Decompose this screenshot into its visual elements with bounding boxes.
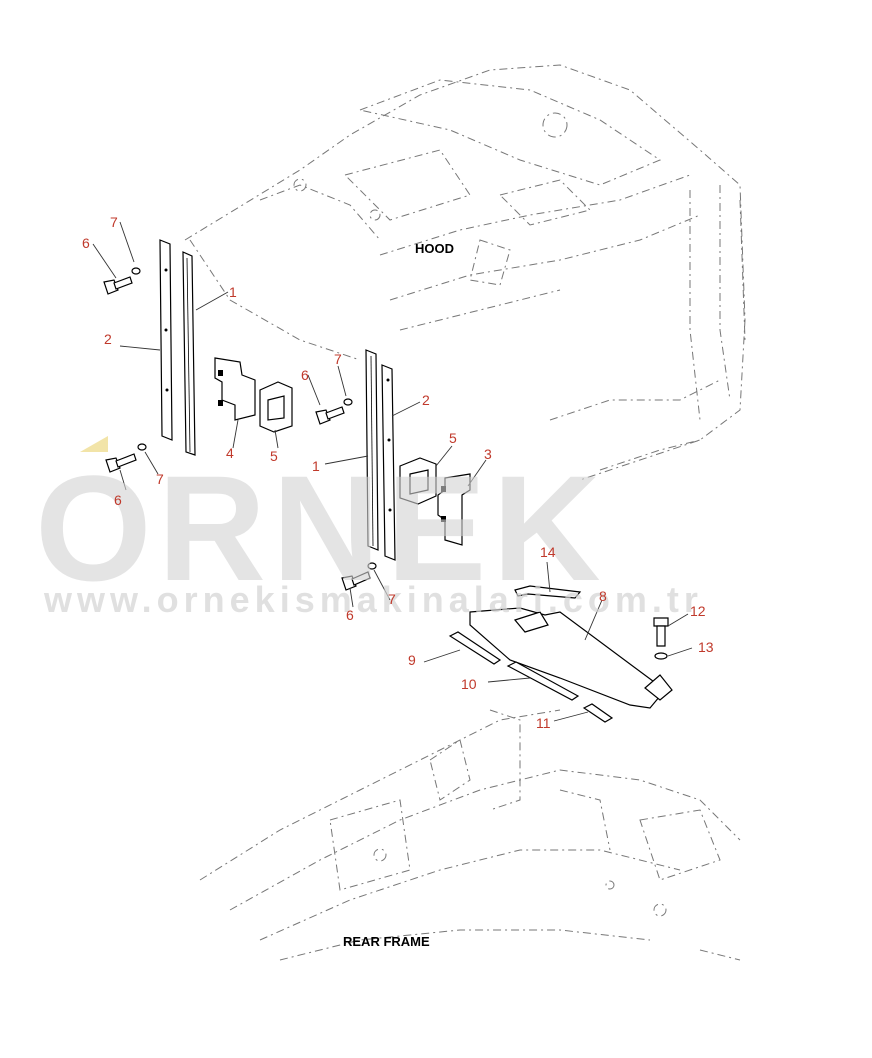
rear-frame-outline xyxy=(199,709,741,961)
logo-accent-triangle xyxy=(80,436,108,452)
callout-9: 9 xyxy=(408,652,416,668)
washer-left-bottom xyxy=(137,443,147,451)
hood-outline xyxy=(184,64,746,481)
callout-1: 1 xyxy=(312,458,320,474)
callout-7: 7 xyxy=(110,214,118,230)
washer-left-top xyxy=(131,267,141,275)
spacer-middle xyxy=(399,457,437,505)
hood-label: HOOD xyxy=(415,241,454,256)
callout-13: 13 xyxy=(698,639,714,655)
callout-7: 7 xyxy=(388,591,396,607)
rear-frame-label: REAR FRAME xyxy=(343,934,430,949)
bolt-left-bottom xyxy=(105,453,137,473)
washer-middle-top xyxy=(343,398,353,406)
callout-2: 2 xyxy=(104,331,112,347)
bolt-12 xyxy=(653,617,669,647)
washer-middle-bottom xyxy=(367,562,377,570)
seal-strip-11 xyxy=(582,703,614,723)
callout-6: 6 xyxy=(301,367,309,383)
bracket-strip-middle xyxy=(381,364,396,561)
watermark-url: www.ornekismakinalari.com.tr xyxy=(43,579,703,620)
callout-14: 14 xyxy=(540,544,556,560)
plate-middle xyxy=(437,473,471,546)
watermark-brand: ORNEK xyxy=(35,444,607,612)
callout-5: 5 xyxy=(270,448,278,464)
callout-8: 8 xyxy=(599,588,607,604)
seal-strip-10 xyxy=(506,661,580,701)
callout-4: 4 xyxy=(226,445,234,461)
callout-10: 10 xyxy=(461,676,477,692)
callout-3: 3 xyxy=(484,446,492,462)
callout-11: 11 xyxy=(536,715,551,731)
callout-12: 12 xyxy=(690,603,706,619)
seal-strip-left xyxy=(182,251,196,456)
leader-lines xyxy=(92,221,693,722)
callout-6: 6 xyxy=(346,607,354,623)
bolt-left-top xyxy=(103,276,133,295)
callout-5: 5 xyxy=(449,430,457,446)
bolt-middle-top xyxy=(315,406,345,425)
callout-1: 1 xyxy=(229,284,237,300)
callout-6: 6 xyxy=(114,492,122,508)
plate-left xyxy=(214,357,256,421)
bottom-cover xyxy=(469,607,673,709)
spacer-left xyxy=(259,381,293,433)
bracket-strip-left xyxy=(159,239,173,441)
washer-13 xyxy=(654,652,668,660)
strip-14 xyxy=(514,585,582,599)
callout-7: 7 xyxy=(156,471,164,487)
seal-strip-9 xyxy=(448,631,502,665)
callout-6: 6 xyxy=(82,235,90,251)
callout-7: 7 xyxy=(334,351,342,367)
callout-2: 2 xyxy=(422,392,430,408)
bolt-middle-bottom xyxy=(341,571,371,591)
seal-strip-middle xyxy=(365,349,379,551)
